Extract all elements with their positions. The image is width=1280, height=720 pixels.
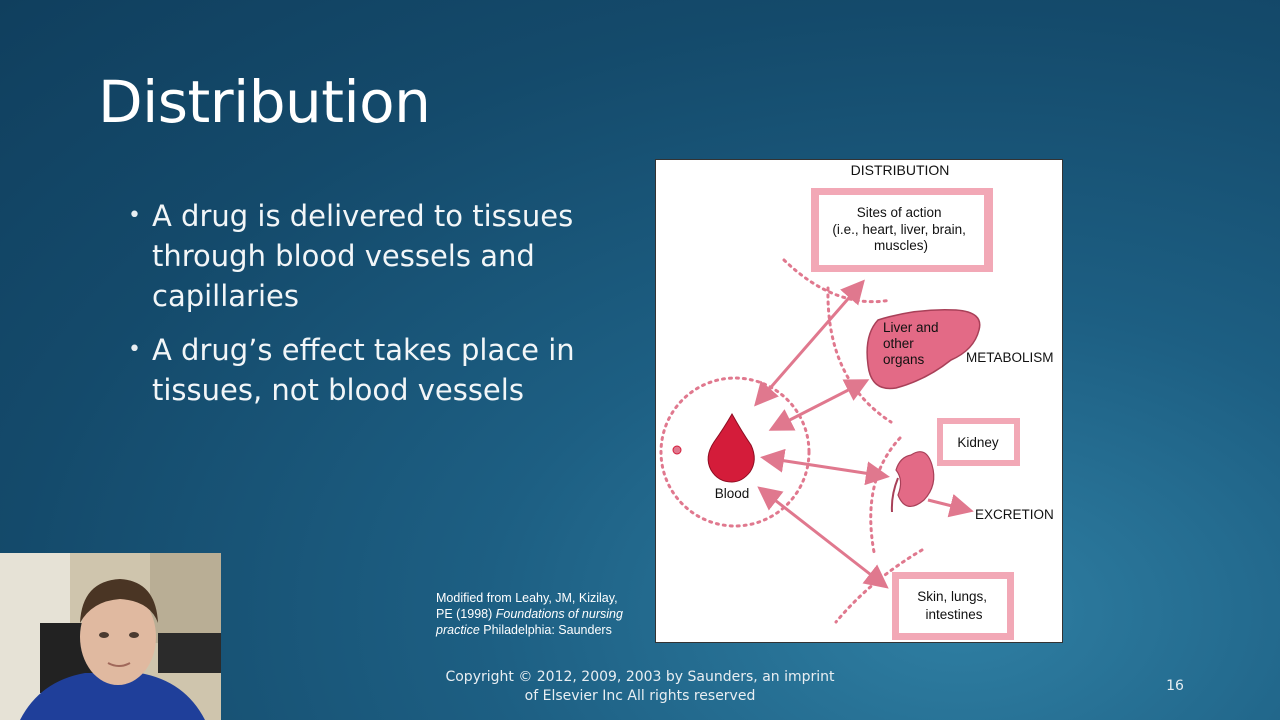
credit-text: PE (1998)	[436, 607, 496, 621]
diagram-heading: DISTRIBUTION	[851, 162, 950, 178]
kidney-icon	[890, 451, 935, 513]
skin-label: Skin, lungs,	[917, 589, 987, 604]
bullet-item: A drug’s effect takes place in tissues, …	[128, 330, 618, 410]
sites-detail: (i.e., heart, liver, brain,	[832, 222, 966, 237]
credit-line: Modified from Leahy, JM, Kizilay,	[436, 591, 618, 605]
credit-line: PE (1998) Foundations of nursing	[436, 606, 651, 622]
liver-label: other	[883, 336, 914, 351]
svg-text:Skin, lungs, intestine: Skin, lungs, intestines	[917, 589, 991, 622]
distribution-arrows	[754, 279, 974, 589]
metabolism-label: METABOLISM	[966, 350, 1054, 365]
copyright-notice: Copyright © 2012, 2009, 2003 by Saunders…	[445, 669, 835, 704]
sites-detail: muscles)	[874, 238, 928, 253]
figure-credit: Modified from Leahy, JM, Kizilay, PE (19…	[436, 590, 651, 638]
credit-text: Philadelphia: Saunders	[479, 623, 612, 637]
liver-label: Liver and	[883, 320, 939, 335]
credit-book-title: Foundations of nursing	[495, 607, 623, 621]
excretion-label: EXCRETION	[975, 507, 1054, 522]
credit-book-title: practice	[436, 623, 480, 637]
presenter-video-icon	[0, 553, 221, 720]
bullet-item: A drug is delivered to tissues through b…	[128, 196, 618, 316]
svg-text:Sites of action (i.e.,: Sites of action (i.e., heart, liver, bra…	[832, 205, 969, 253]
slide-page-number: 16	[1166, 678, 1184, 694]
kidney-box: Kidney	[937, 418, 1020, 466]
bullet-list: A drug is delivered to tissues through b…	[128, 196, 618, 424]
sites-label: Sites of action	[857, 205, 942, 220]
kidney-label: Kidney	[957, 435, 999, 450]
skin-box: Skin, lungs, intestines	[892, 572, 1014, 640]
liver-label: organs	[883, 352, 925, 367]
sites-of-action-box: Sites of action (i.e., heart, liver, bra…	[811, 188, 993, 272]
svg-text:Liver and other: Liver and other organs	[883, 320, 942, 367]
blood-drop-icon	[707, 412, 755, 483]
blood-label: Blood	[715, 486, 750, 501]
credit-line: practice Philadelphia: Saunders	[436, 622, 651, 638]
distribution-diagram: DISTRIBUTION Sites of action (i.e., hear…	[655, 159, 1063, 643]
dotted-boundaries	[659, 258, 924, 624]
skin-label: intestines	[925, 607, 982, 622]
liver-organ: Liver and other organs	[866, 308, 981, 390]
slide-title: Distribution	[98, 68, 431, 136]
pointer-marker	[672, 445, 682, 455]
